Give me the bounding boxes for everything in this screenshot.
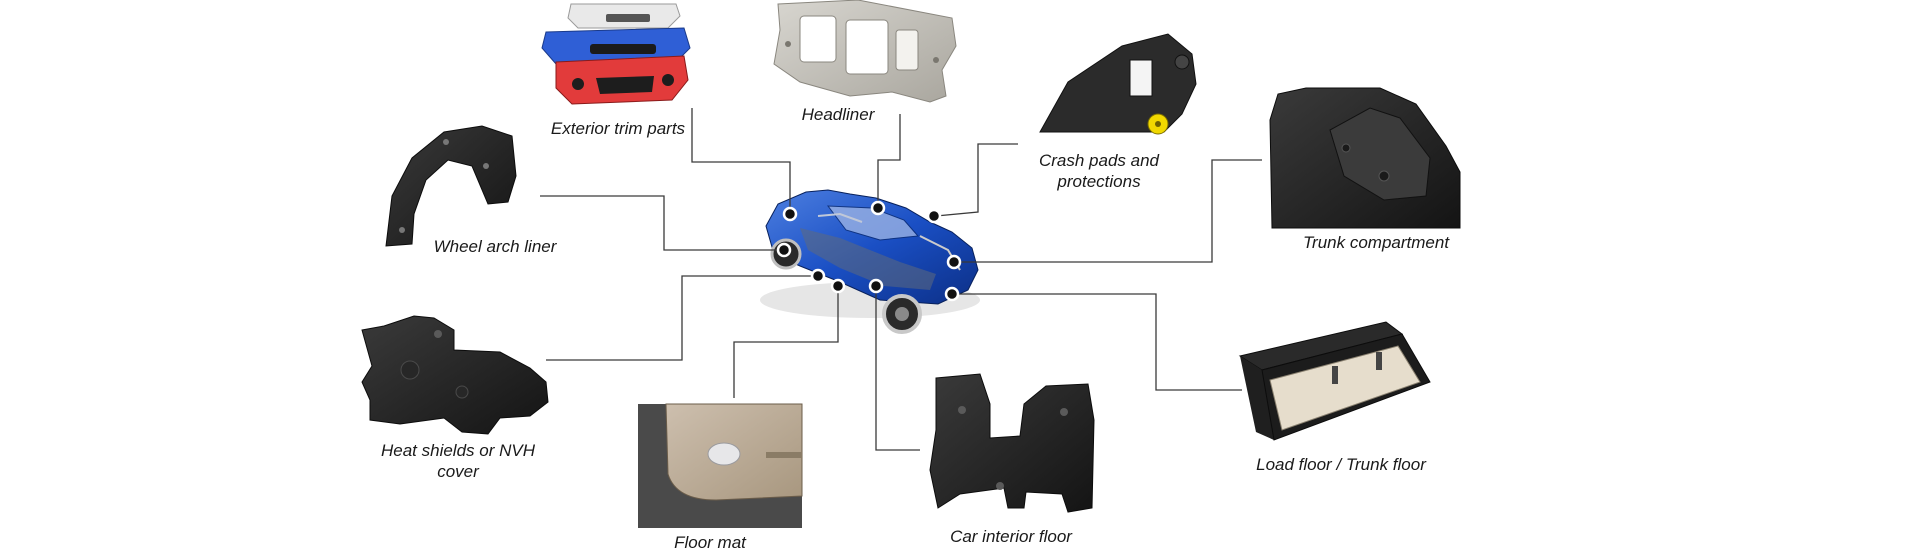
callout-interior-floor [875, 286, 920, 451]
callout-crash-pads [935, 143, 1018, 217]
anchor-dot [868, 278, 884, 294]
anchor-dots [776, 200, 962, 302]
anchor-dot [926, 208, 942, 224]
callout-floor-mat [733, 286, 839, 398]
callout-wheel-arch [540, 195, 784, 251]
interior-floor-image [929, 373, 1095, 513]
callout-load-floor [952, 293, 1242, 391]
label-floor-mat: Floor mat [674, 533, 746, 552]
label-crash-pads: Crash pads and protections [1024, 150, 1174, 192]
label-trunk: Trunk compartment [1302, 233, 1450, 252]
label-headliner: Headliner [801, 105, 875, 124]
heat-shield-image [361, 315, 549, 435]
label-crash-pads-line1: Crash pads and [1038, 151, 1160, 170]
callout-heat-shields [546, 275, 818, 361]
anchor-dot [782, 206, 798, 222]
exterior-trim-image [541, 3, 691, 105]
anchor-dot [944, 286, 960, 302]
anchor-dot [870, 200, 886, 216]
label-heat-shields: Heat shields or NVH cover [368, 440, 548, 482]
label-heat-shields-line2: cover [437, 462, 479, 481]
callout-headliner [877, 114, 901, 206]
label-interior-floor: Car interior floor [950, 527, 1072, 546]
callout-lines [540, 108, 1262, 451]
crash-pads-image [1039, 33, 1197, 135]
anchor-dot [830, 278, 846, 294]
label-load-floor: Load floor / Trunk floor [1256, 455, 1426, 474]
label-crash-pads-line2: protections [1057, 172, 1141, 191]
trunk-compartment-image [1269, 87, 1461, 229]
anchor-dot [946, 254, 962, 270]
headliner-image [773, 0, 957, 103]
load-floor-image [1238, 321, 1431, 441]
callout-trunk [954, 159, 1262, 263]
label-wheel-arch: Wheel arch liner [433, 237, 557, 256]
label-exterior-trim: Exterior trim parts [550, 119, 686, 138]
car-cutaway-image [760, 189, 980, 334]
wheel-arch-liner-image [385, 125, 517, 247]
callout-exterior-trim [691, 108, 791, 214]
label-heat-shields-line1: Heat shields or NVH [380, 441, 535, 460]
floor-mat-image [638, 403, 803, 528]
anchor-dot [776, 242, 792, 258]
anchor-dot [810, 268, 826, 284]
